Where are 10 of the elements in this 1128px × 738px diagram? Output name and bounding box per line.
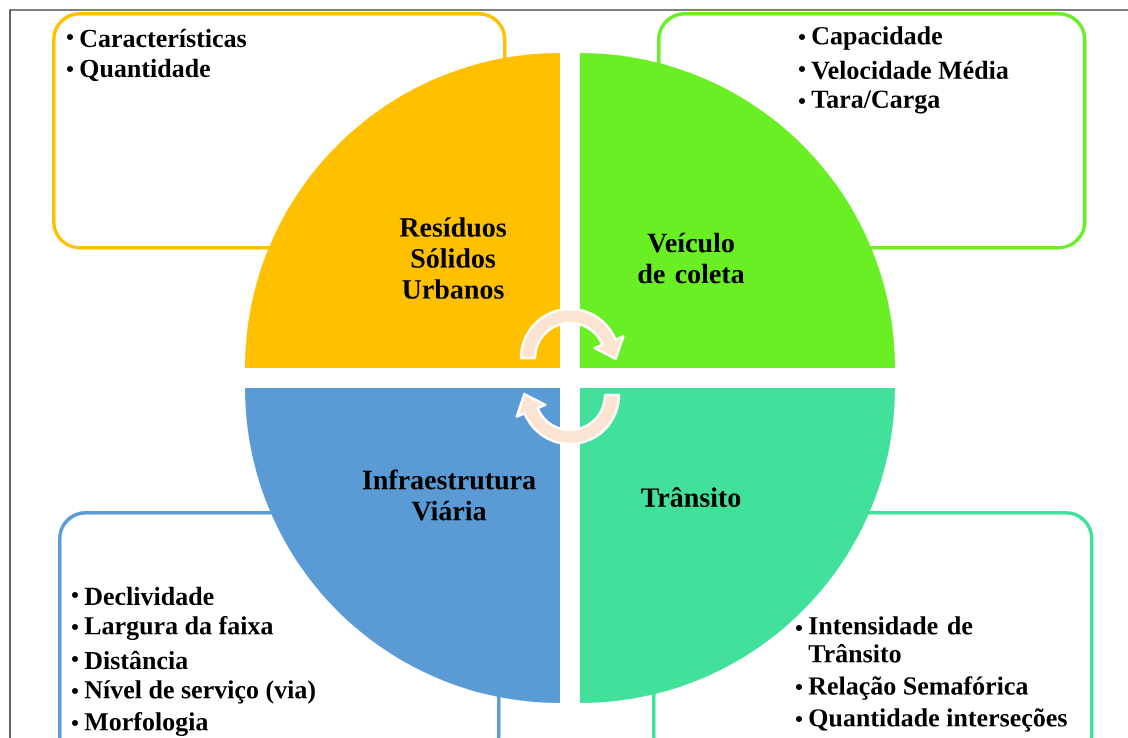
bullet-item: Características [67,28,247,48]
bullet-item: Declividade [72,586,214,606]
cycle-arrow [519,307,625,361]
cycle-arrow [515,392,621,446]
quadrant: Resíduos Sólidos Urbanos [245,53,560,368]
bullet-item: Quantidade [67,58,210,82]
bullet-item: Quantidade interseções [796,708,1067,732]
bullet-item: Distância [72,650,188,670]
bullet-item: Capacidade [799,26,942,50]
bullet-item: Morfologia [72,711,208,736]
